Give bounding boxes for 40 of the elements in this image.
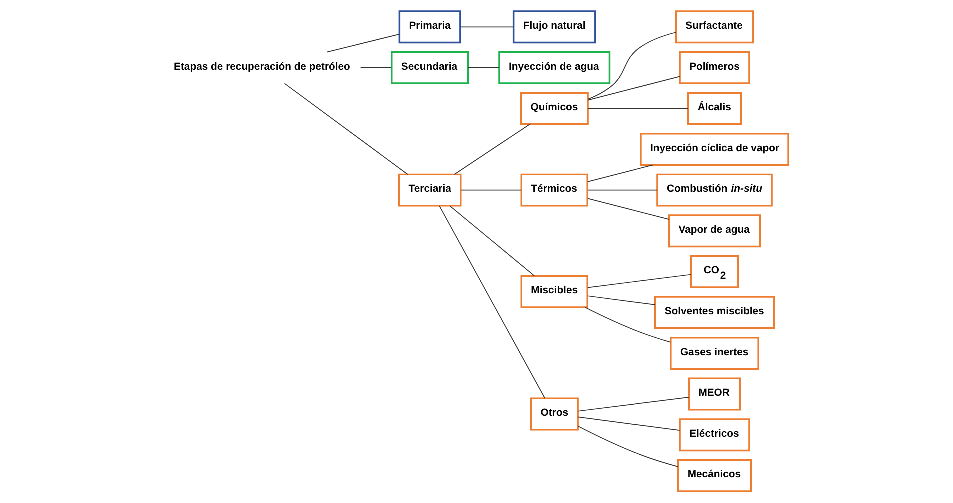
connector <box>578 426 679 468</box>
node-box: Eléctricos <box>679 418 750 452</box>
node-text: Etapas de recuperación de petróleo <box>174 62 350 73</box>
connector <box>587 296 656 306</box>
connector <box>587 274 692 288</box>
node-box: Miscibles <box>520 275 588 308</box>
node-box: Combustión in-situ <box>656 174 773 207</box>
connector <box>578 416 680 432</box>
node-box: MEOR <box>688 378 742 411</box>
node-box: Polímeros <box>679 51 750 84</box>
connector <box>587 198 670 220</box>
connector <box>584 307 672 343</box>
node-box: Flujo natural <box>512 10 596 44</box>
node-box: Inyección de agua <box>498 51 611 84</box>
node-box: Inyección cíclica de vapor <box>640 133 790 166</box>
node-box: Terciaria <box>398 174 462 207</box>
node-box: Químicos <box>520 92 589 126</box>
node-box: Álcalis <box>687 92 742 126</box>
node-box: Secundaria <box>391 51 470 84</box>
node-box: Primaria <box>398 10 462 44</box>
connector <box>587 164 654 182</box>
node-box: Gases inertes <box>670 337 760 370</box>
connector <box>460 26 514 28</box>
node-box: Surfactante <box>675 10 754 44</box>
connector <box>460 190 522 191</box>
connector <box>588 32 676 100</box>
node-box: Vapor de agua <box>668 214 762 248</box>
connector <box>439 206 546 399</box>
connector <box>284 83 408 176</box>
connector <box>449 206 536 276</box>
node-box: Mecánicos <box>677 459 752 492</box>
connector <box>588 108 689 110</box>
connector <box>454 124 531 176</box>
node-box: Térmicos <box>520 174 588 207</box>
connector <box>587 190 658 191</box>
node-box: Solventes miscibles <box>654 296 776 330</box>
connector <box>578 396 690 412</box>
node-box: Otros <box>530 398 579 431</box>
connector <box>588 76 680 101</box>
connector <box>326 34 400 53</box>
